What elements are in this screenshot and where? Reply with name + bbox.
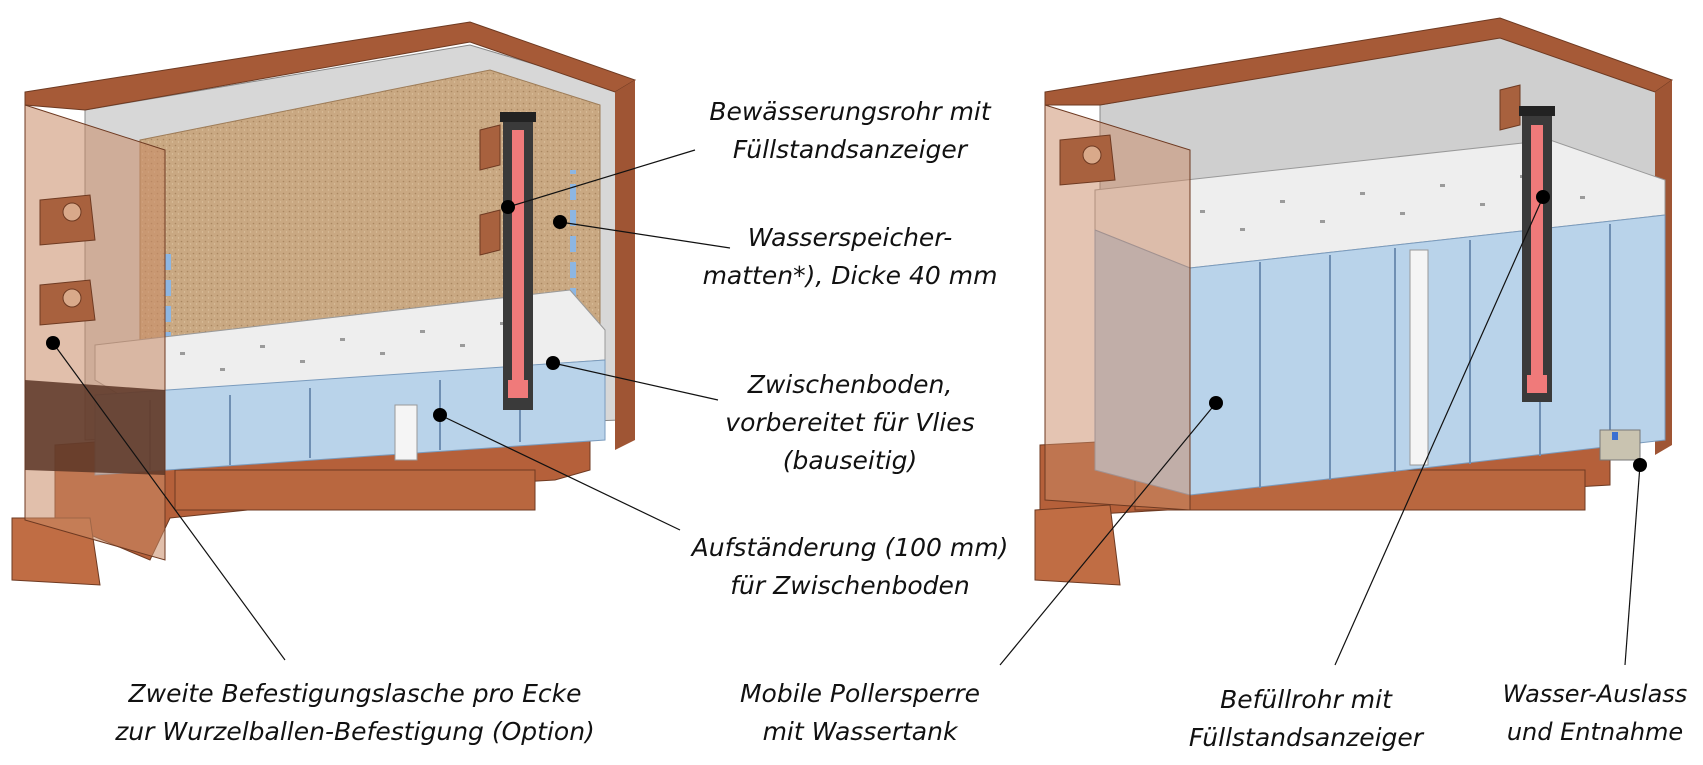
label-bollard-1: Mobile Pollersperre: [740, 679, 980, 708]
label-water-outlet-2: und Entnahme: [1507, 718, 1683, 746]
label-intermediate-floor-2: vorbereitet für Vlies: [725, 408, 974, 437]
label-fill-pipe-2: Füllstandsanzeiger: [1189, 723, 1425, 752]
right-brackets: [1059, 84, 1521, 186]
right-top-rim: [1044, 17, 1674, 106]
water-outlet-valve: [1599, 429, 1641, 461]
label-irrigation-pipe-1: Bewässerungsrohr mit: [709, 97, 992, 126]
dot-fill-pipe: [1536, 190, 1550, 204]
label-water-outlet-1: Wasser-Auslass: [1503, 680, 1688, 708]
right-center-post: [1409, 249, 1429, 466]
label-intermediate-floor-3: (bauseitig): [783, 446, 918, 475]
right-planter: [1034, 17, 1674, 586]
label-bollard-2: mit Wassertank: [763, 717, 959, 746]
dot-water-mats: [553, 215, 567, 229]
left-stand-tube: [394, 404, 418, 461]
label-irrigation-pipe-2: Füllstandsanzeiger: [733, 135, 969, 164]
right-pipe-indicator: [1531, 125, 1543, 375]
dot-second-bracket: [46, 336, 60, 350]
label-water-mats-1: Wasserspeicher-: [748, 223, 953, 252]
left-side-wall: [24, 104, 166, 561]
dot-water-outlet: [1633, 458, 1647, 472]
callouts: [46, 149, 1647, 666]
right-pipe-cap: [1519, 106, 1555, 116]
right-pipe-float: [1527, 375, 1547, 393]
label-stand-1: Aufständerung (100 mm): [690, 533, 1009, 562]
dot-stand: [433, 408, 447, 422]
label-second-bracket-1: Zweite Befestigungslasche pro Ecke: [128, 679, 582, 708]
left-pipe-indicator: [512, 130, 524, 380]
dot-irrigation-pipe: [501, 200, 515, 214]
right-side-wall: [1044, 104, 1191, 511]
left-floor-holes: [180, 322, 505, 371]
label-stand-2: für Zwischenboden: [730, 571, 970, 600]
left-pipe-cap: [500, 112, 536, 122]
left-pipe-float: [508, 380, 528, 398]
left-top-rim: [24, 21, 637, 111]
left-side-wall-lower: [25, 380, 165, 475]
left-right-wall: [615, 80, 635, 450]
label-second-bracket-2: zur Wurzelballen-Befestigung (Option): [114, 717, 595, 746]
dot-intermediate-floor: [546, 356, 560, 370]
left-brackets: [39, 124, 501, 326]
label-water-mats-2: matten*), Dicke 40 mm: [703, 261, 998, 290]
label-intermediate-floor-1: Zwischenboden,: [747, 370, 953, 399]
dot-bollard: [1209, 396, 1223, 410]
left-planter: [11, 21, 637, 586]
label-fill-pipe-1: Befüllrohr mit: [1220, 685, 1393, 714]
